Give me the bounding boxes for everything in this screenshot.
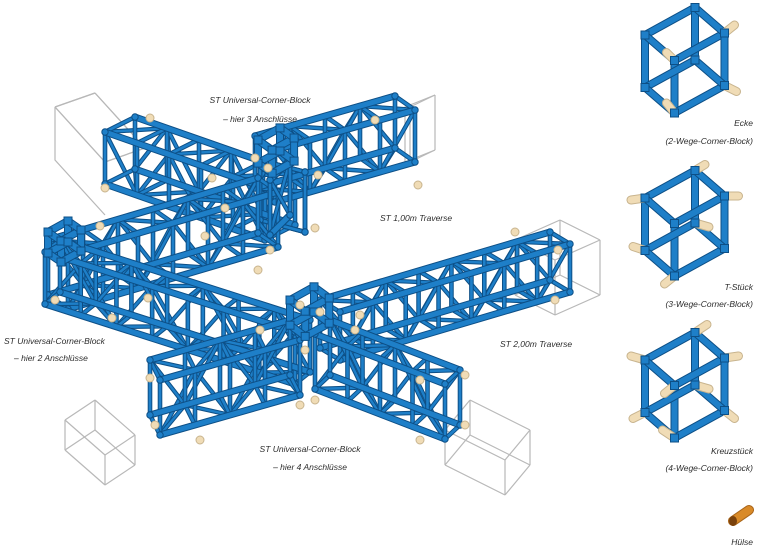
connector-joint-27 [195, 435, 205, 445]
connector-joint-4 [370, 115, 380, 125]
label-traverse-1m: ST 1,00m Traverse [380, 213, 453, 223]
connector-joint-10 [95, 221, 105, 231]
connector-joint-0 [145, 113, 155, 123]
legend-desc-ecke: (2-Wege-Corner-Block) [665, 136, 753, 146]
connector-joint-2 [250, 153, 260, 163]
connector-joint-5 [413, 180, 423, 190]
legend-name-kreuzstueck: Kreuzstück [710, 446, 753, 456]
truss-cross-right [311, 316, 464, 443]
connector-joint-32 [207, 173, 217, 183]
legend-sleeve-huelse [728, 505, 754, 526]
label-two-way-sub: – hier 2 Anschlüsse [14, 353, 88, 363]
legend-block-t-stueck [626, 160, 743, 289]
connector-joint-3 [263, 163, 273, 173]
legend-block-ecke [640, 3, 741, 118]
connector-joint-6 [313, 170, 323, 180]
label-four-way-title: ST Universal-Corner-Block [259, 444, 361, 454]
assembly-block-two-way [43, 216, 86, 267]
connector-joint-21 [355, 310, 365, 320]
connector-joint-7 [310, 223, 320, 233]
connector-joint-17 [350, 325, 360, 335]
connector-joint-25 [145, 373, 155, 383]
connector-joint-30 [460, 420, 470, 430]
legend-desc-kreuzstueck: (4-Wege-Corner-Block) [665, 463, 753, 473]
legend-block-kreuzstueck [626, 320, 743, 443]
ghost-box-bottom-left [64, 399, 136, 486]
legend-name-ecke: Ecke [734, 118, 753, 128]
truss-cross-left [146, 316, 304, 439]
connector-joint-19 [295, 400, 305, 410]
connector-joint-14 [295, 300, 305, 310]
label-four-way-sub: – hier 4 Anschlüsse [273, 462, 347, 472]
connector-joint-18 [300, 345, 310, 355]
connector-joint-33 [220, 203, 230, 213]
connector-joint-13 [107, 313, 117, 323]
legend-name-huelse: Hülse [731, 537, 753, 547]
connector-joint-29 [460, 370, 470, 380]
label-three-way-title: ST Universal-Corner-Block [209, 95, 311, 105]
legend-desc-t-stueck: (3-Wege-Corner-Block) [665, 299, 753, 309]
connector-joint-15 [315, 307, 325, 317]
connector-joint-20 [310, 395, 320, 405]
connector-joint-24 [550, 295, 560, 305]
connector-joint-28 [415, 375, 425, 385]
connector-joint-31 [415, 435, 425, 445]
connector-joint-16 [255, 325, 265, 335]
connector-joint-9 [253, 265, 263, 275]
connector-joint-11 [50, 295, 60, 305]
label-two-way-title: ST Universal-Corner-Block [4, 336, 105, 346]
connector-joint-26 [150, 420, 160, 430]
ghost-box-top-left-front [54, 107, 106, 216]
connector-joint-23 [553, 245, 563, 255]
assembly-block-three-way [253, 123, 299, 178]
connector-joint-8 [265, 245, 275, 255]
connector-joint-12 [143, 293, 153, 303]
legend-name-t-stueck: T-Stück [724, 282, 753, 292]
ghost-box-top-left [54, 92, 146, 163]
label-traverse-2m: ST 2,00m Traverse [500, 339, 573, 349]
connector-joint-22 [510, 227, 520, 237]
connector-joint-1 [100, 183, 110, 193]
connector-joint-34 [200, 231, 210, 241]
label-three-way-sub: – hier 3 Anschlüsse [223, 114, 297, 124]
assembly-block-four-way [285, 282, 334, 341]
